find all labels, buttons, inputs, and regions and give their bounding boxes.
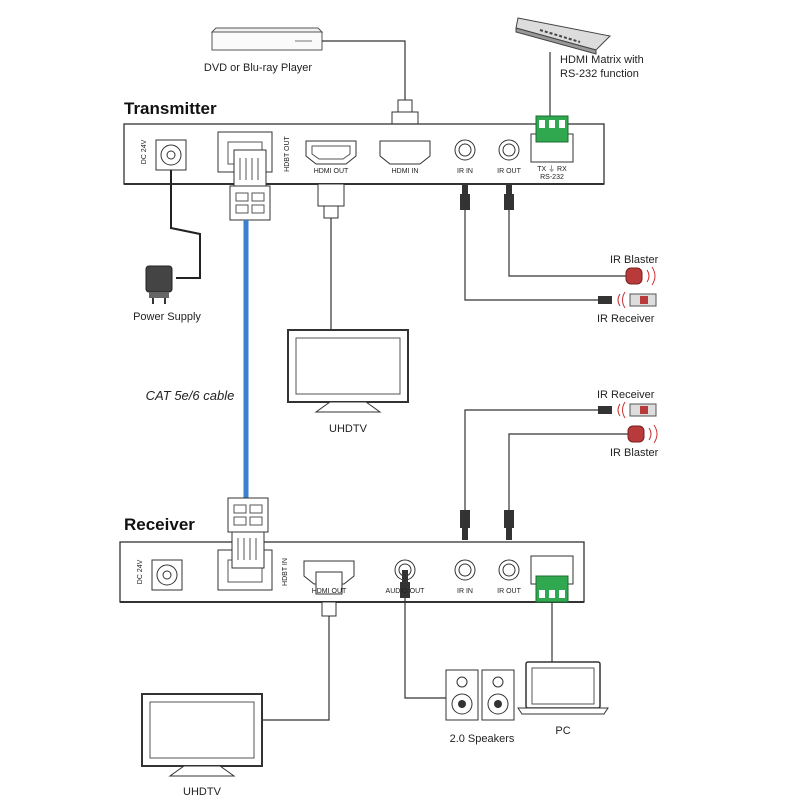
dvd-hdmi-cable [322,40,406,100]
hdmi-matrix [515,17,612,55]
rx-audio-out-label: AUDIO OUT [386,588,426,595]
rx-ir-in-cable [464,409,600,510]
tx-ir-out-cable [508,210,626,277]
pc-label: PC [555,725,570,737]
tx-ir-out-label: IR OUT [497,168,521,175]
rx-hdmi-out-label: HDMI OUT [312,588,347,595]
tx-ir-in-cable [464,210,600,301]
rx-ir-in-label: IR IN [457,588,473,595]
ir-receiver-top-icon [598,291,657,309]
power-supply-icon [145,265,173,304]
rx-rs232-terminal [530,555,574,603]
rx-hdbt-label: HDBT IN [282,558,289,586]
rx-dc-jack [151,559,183,591]
tx-rs232-pins: TX ⏚ RX [537,165,567,173]
matrix-label-line1: HDMI Matrix with [560,54,644,66]
ir-blaster-top-label: IR Blaster [610,254,659,266]
tx-ir-out-jack [498,139,520,161]
tx-dc-label: DC 24V [141,139,148,164]
speakers-label: 2.0 Speakers [450,733,515,745]
tx-ir-plugs [460,184,514,210]
ir-blaster-top-icon [625,266,656,286]
dvd-player [210,27,324,51]
tx-hdbt-label: HDBT OUT [284,135,291,171]
tx-hdmi-in-label: HDMI IN [392,168,419,175]
uhdtv-bottom-icon [141,693,263,777]
power-cable [170,170,201,279]
receiver-title: Receiver [124,515,195,534]
tx-hdmi-out-plug [317,183,345,219]
tx-rj45-plug [229,149,271,221]
tx-rs232-terminal [530,115,574,163]
speakers-icon [445,669,515,721]
matrix-label-line2: RS-232 function [560,68,639,80]
tx-ir-in-label: IR IN [457,168,473,175]
rx-hdmi-out-port [303,560,355,595]
transmitter-box [123,123,605,185]
ir-receiver-bottom-icon [598,401,657,419]
tx-ir-in-jack [454,139,476,161]
transmitter-title: Transmitter [124,99,217,118]
rx-audio-out-jack [394,559,416,598]
rx-dc-label: DC 24V [137,559,144,584]
rx-hdmi-tv-cable [262,616,330,721]
rx-rj45-plug [227,497,269,569]
uhdtv-top-label: UHDTV [329,423,368,435]
ir-blaster-bottom-label: IR Blaster [610,447,659,459]
rx-ir-in-jack [454,559,476,581]
ir-receiver-bottom-label: IR Receiver [597,389,655,401]
cat-cable-label: CAT 5e/6 cable [146,388,235,403]
uhdtv-bottom-label: UHDTV [183,786,222,798]
pc-laptop-icon [517,661,609,715]
audio-cable [404,598,446,699]
tx-dc-jack [155,139,187,171]
tx-hdmi-in-port [379,140,431,165]
rx-ir-out-jack [498,559,520,581]
tx-hdmi-out-port [305,140,357,165]
ir-receiver-top-label: IR Receiver [597,313,655,325]
uhdtv-top-icon [287,329,409,413]
rx-ir-out-cable [508,433,628,510]
tx-hdmi-out-label: HDMI OUT [314,168,349,175]
dvd-label: DVD or Blu-ray Player [204,62,313,74]
rx-hdmi-plug [321,601,337,617]
ir-blaster-bottom-icon [627,424,658,444]
rx-ir-plugs [460,510,514,540]
rx-ir-out-label: IR OUT [497,588,521,595]
tx-rs232-label: RS-232 [540,174,564,181]
power-supply-label: Power Supply [133,311,201,323]
